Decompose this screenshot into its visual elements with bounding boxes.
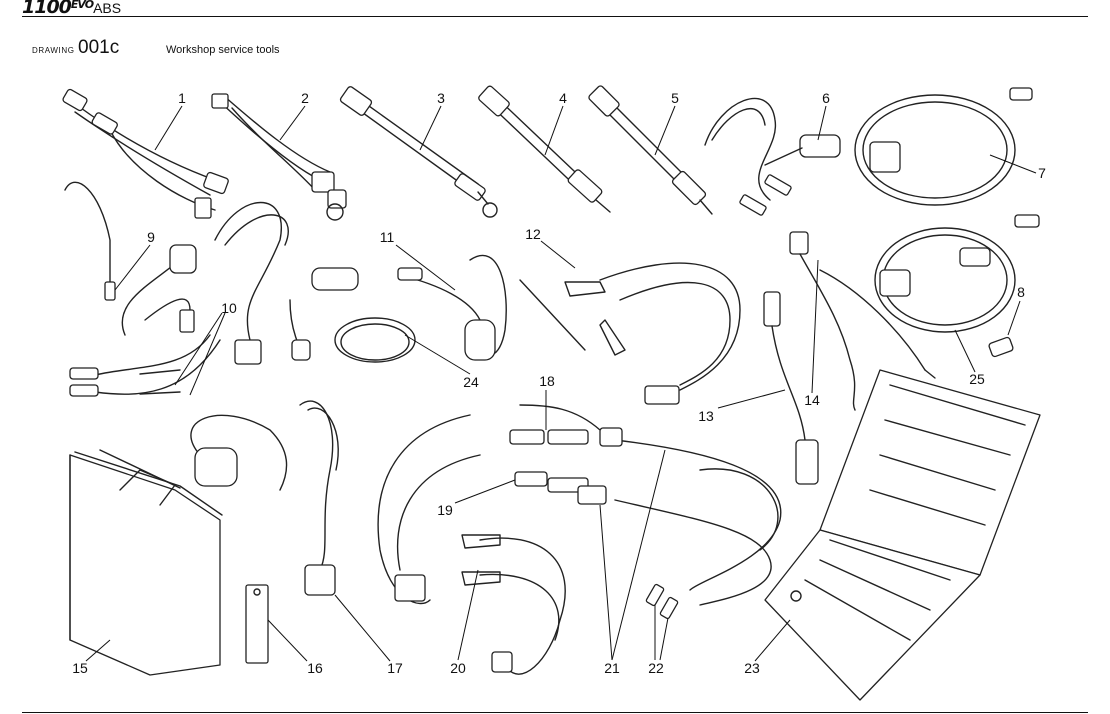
- callout-22: 22: [648, 660, 664, 676]
- tool-17-cable: [190, 400, 339, 596]
- callout-leaders: [85, 105, 1037, 662]
- tool-16-tag: [245, 584, 269, 664]
- header-rule: [22, 16, 1088, 17]
- callout-20: 20: [450, 660, 466, 676]
- callout-13: 13: [698, 408, 714, 424]
- tool-18-19-21-hoses: [377, 404, 782, 606]
- drawing-label: DRAWING: [32, 46, 75, 55]
- callout-3: 3: [437, 90, 445, 106]
- callout-6: 6: [822, 90, 830, 106]
- tool-13-adapter-cable: [763, 291, 819, 485]
- callout-16: 16: [307, 660, 323, 676]
- model-logo: 1100EVOABS: [22, 0, 122, 18]
- tool-5-probe: [588, 85, 713, 215]
- tool-7-coiled-cable: [854, 87, 1033, 206]
- tool-8-adapter: [988, 336, 1014, 358]
- tool-12-clip-leads: [564, 262, 741, 405]
- tool-10-test-leads: [69, 334, 221, 397]
- tool-3-probe: [339, 86, 498, 218]
- tool-25-coiled-cable: [874, 214, 1040, 333]
- callout-14: 14: [804, 392, 820, 408]
- callout-2: 2: [301, 90, 309, 106]
- callout-18: 18: [539, 373, 555, 389]
- callout-23: 23: [744, 660, 760, 676]
- tool-23-kit-case: [764, 369, 1041, 701]
- drawing-code: 001c: [78, 37, 120, 58]
- callout-5: 5: [671, 90, 679, 106]
- callout-11: 11: [379, 229, 395, 245]
- tool-1-cable-clamp: [62, 88, 229, 219]
- tool-20-clip-leads: [461, 534, 566, 675]
- tool-11-temperature-probe: [397, 254, 586, 361]
- callout-17: 17: [387, 660, 403, 676]
- callout-1: 1: [178, 90, 186, 106]
- tool-15-carry-case: [69, 449, 223, 676]
- tool-6-adapter-lead: [704, 98, 841, 216]
- tool-2-cable-set: [211, 93, 347, 221]
- drawing-title: Workshop service tools: [166, 44, 280, 56]
- callout-15: 15: [72, 660, 88, 676]
- tool-22-nipples: [645, 583, 679, 620]
- callout-24: 24: [463, 374, 479, 390]
- tool-14-cable: [789, 231, 936, 411]
- callout-10: 10: [221, 300, 237, 316]
- footer-rule: [22, 712, 1088, 713]
- callout-8: 8: [1017, 284, 1025, 300]
- callout-9: 9: [147, 229, 155, 245]
- callout-19: 19: [437, 502, 453, 518]
- tool-24-harness: [214, 202, 416, 365]
- callout-25: 25: [969, 371, 985, 387]
- tool-9-cable: [64, 181, 197, 336]
- tool-4-probe: [478, 85, 611, 213]
- callout-21: 21: [604, 660, 620, 676]
- callout-12: 12: [525, 226, 541, 242]
- callout-7: 7: [1038, 165, 1046, 181]
- callout-4: 4: [559, 90, 567, 106]
